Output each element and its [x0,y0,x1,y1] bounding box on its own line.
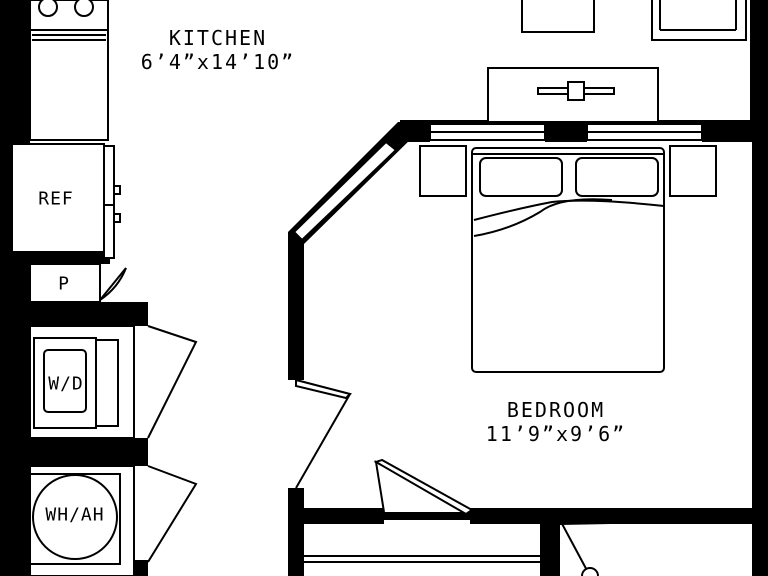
pantry-label: P [58,273,70,295]
wall-closet-left [18,302,30,576]
kitchen-counter [29,0,109,141]
wall-bedroom-top-mid [545,122,587,142]
nightstand-right [669,145,717,197]
refrigerator-label: REF [38,188,74,210]
wall-bedroom-bottom-left [288,508,384,524]
bedroom-name: BEDROOM [506,398,606,422]
wall-pantry-top [0,252,110,264]
kitchen-name: KITCHEN [168,26,268,50]
wall-bedroom-left-upper [288,232,304,380]
wall-wd-right [134,302,148,326]
pillow-left [479,157,563,197]
kitchen-dimensions: 6’4”x14’10” [140,50,296,74]
stove-burner-icon [74,0,94,17]
bedroom-label: BEDROOM 11’9”x9’6” [466,398,646,446]
wall-bedroom-left-lower [288,488,304,576]
bedroom-dimensions: 11’9”x9’6” [485,422,627,446]
water-heater-label: WH/AH [45,504,105,526]
bedroom-doors [295,378,756,576]
bedroom-window-diagonal [292,140,398,242]
bedroom-console [487,67,659,123]
wall-wh-right-lower [134,560,148,576]
washer-dryer-label: W/D [48,373,84,395]
wall-bedroom-right [752,122,768,576]
water-heater-closet [29,465,198,576]
bed [419,145,717,373]
wall-closet-divider [540,508,560,576]
wall-kitchen-right [750,0,768,125]
wall-bedroom-top-right [702,122,768,142]
bedroom-window-top [429,123,703,141]
kitchen-top-fixtures [521,0,747,41]
wall-wh-right [134,438,148,466]
nightstand-left [419,145,467,197]
kitchen-label: KITCHEN 6’4”x14’10” [130,26,306,74]
closet-shelves [303,555,541,563]
washer-dryer-closet [29,325,198,439]
pantry [29,263,127,303]
pillow-right [575,157,659,197]
refrigerator [11,143,121,259]
closet-door-right [559,519,591,576]
stove-burner-icon [38,0,58,17]
